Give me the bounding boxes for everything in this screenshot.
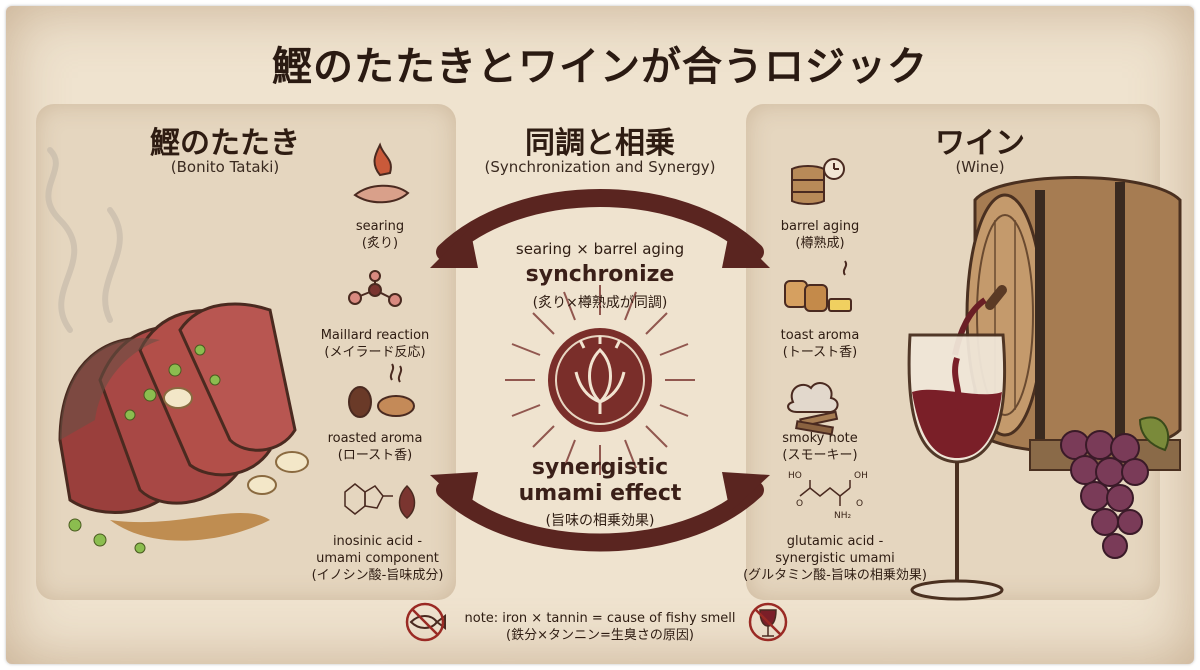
left-item-3: roasted aroma (ロースト香) [305, 430, 445, 464]
left-item-4-en: inosinic acid - [332, 534, 423, 549]
left-item-1-jp: (炙り) [361, 236, 399, 251]
umami-emblem [505, 285, 695, 475]
sync-jp: (炙り×樽熟成が同調) [532, 295, 668, 311]
page-title: 鰹のたたきとワインが合うロジック [272, 44, 928, 90]
right-item-4-en: glutamic acid - [786, 534, 884, 549]
left-item-2: Maillard reaction (メイラード反応) [300, 327, 450, 361]
left-item-4-en2: umami component [316, 551, 439, 566]
center-subtitle: (Synchronization and Synergy) [484, 158, 716, 176]
note-en: note: iron × tannin = cause of fishy sme… [464, 611, 736, 626]
right-item-3-jp: (スモーキー) [782, 448, 858, 463]
left-item-1-en: searing [355, 219, 405, 234]
right-item-1-jp: (樽熟成) [795, 236, 845, 251]
right-item-2-jp: (トースト香) [782, 345, 858, 360]
molecule-structure-icon [344, 483, 416, 519]
top-curved-arrow [436, 189, 764, 261]
right-item-4-jp: (グルタミン酸-旨味の相乗効果) [743, 568, 927, 583]
svg-text:O: O [796, 499, 803, 509]
center-title: 同調と相乗 [525, 126, 675, 161]
synergy-jp: (旨味の相乗効果) [545, 513, 655, 529]
left-item-4: inosinic acid - umami component (イノシン酸-旨… [300, 533, 455, 584]
glutamic-structure-icon: HO OH O O NH₂ [788, 471, 868, 521]
bottom-curved-arrow [436, 481, 764, 552]
fishy-smell-note: note: iron × tannin = cause of fishy sme… [450, 610, 750, 644]
toast-icon [784, 260, 852, 312]
note-jp: (鉄分×タンニン=生臭さの原因) [506, 628, 694, 643]
left-item-2-en: Maillard reaction [320, 328, 430, 343]
bonito-subtitle: (Bonito Tataki) [170, 158, 280, 176]
smoke-icon [787, 382, 839, 436]
right-item-3: smoky note (スモーキー) [760, 430, 880, 464]
svg-text:OH: OH [854, 471, 868, 481]
right-item-1-en: barrel aging [780, 219, 860, 234]
left-item-4-jp: (イノシン酸-旨味成分) [311, 568, 444, 583]
bonito-title: 鰹のたたき [150, 126, 300, 161]
sync-label: synchronize [525, 262, 675, 287]
left-item-3-en: roasted aroma [327, 431, 423, 446]
bean-bread-icon [348, 363, 415, 418]
right-item-2: toast aroma (トースト香) [760, 327, 880, 361]
fire-fish-icon [353, 142, 410, 204]
molecule-icon [348, 270, 402, 307]
right-item-3-en: smoky note [782, 431, 858, 446]
bonito-tataki-illustration [58, 302, 309, 554]
wine-glass-illustration [907, 333, 1007, 601]
no-wine-icon [748, 602, 788, 642]
svg-text:NH₂: NH₂ [834, 511, 852, 521]
wine-title: ワイン [935, 126, 1025, 161]
barrel-clock-icon [791, 158, 845, 205]
steam-illustration [45, 147, 123, 333]
left-item-3-jp: (ロースト香) [337, 448, 413, 463]
wine-subtitle: (Wine) [955, 158, 1005, 176]
grapes-illustration [1060, 416, 1170, 559]
right-item-1: barrel aging (樽熟成) [760, 218, 880, 252]
synergy-label-1: synergistic [531, 455, 669, 480]
svg-text:O: O [856, 499, 863, 509]
svg-text:HO: HO [788, 471, 802, 481]
right-item-4: glutamic acid - synergistic umami (グルタミン… [740, 533, 930, 584]
sync-caption: searing × barrel aging [515, 240, 685, 258]
synergy-label-2: umami effect [518, 481, 682, 506]
no-fish-icon [405, 602, 446, 642]
left-item-1: searing (炙り) [325, 218, 435, 252]
right-item-4-en2: synergistic umami [775, 551, 895, 566]
right-item-2-en: toast aroma [780, 328, 860, 343]
left-item-2-jp: (メイラード反応) [324, 345, 426, 360]
